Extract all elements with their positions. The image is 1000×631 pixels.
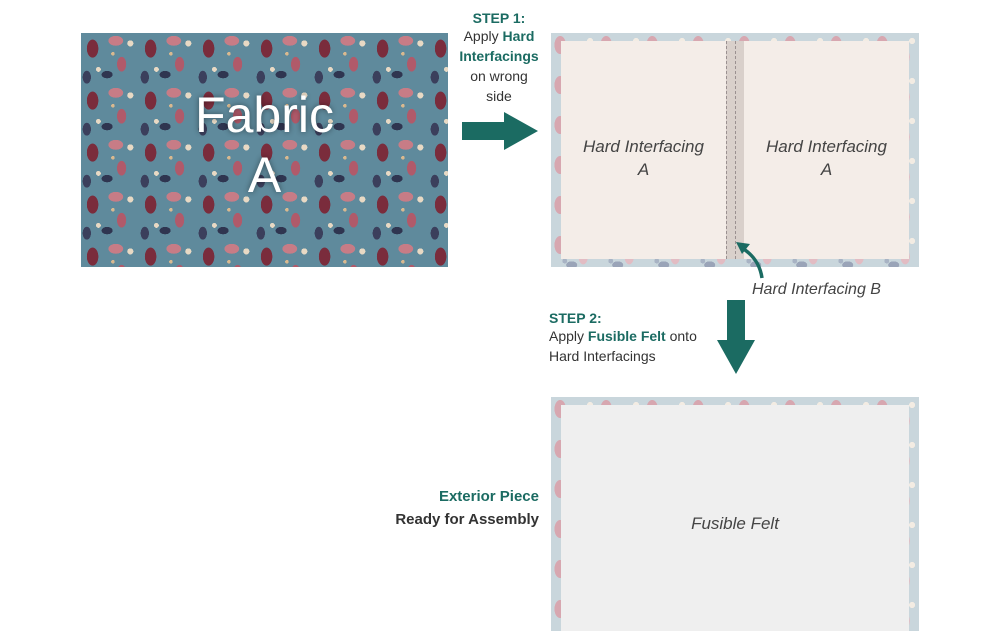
panel-right-line1: Hard Interfacing — [766, 137, 887, 156]
step2-line2: Hard Interfacings — [549, 348, 656, 364]
hard-interfacing-b-label: Hard Interfacing B — [752, 281, 881, 298]
panel-left-line1: Hard Interfacing — [583, 137, 704, 156]
result-title: Exterior Piece — [438, 488, 539, 505]
step1-title: STEP 1: — [472, 10, 526, 26]
panel-left-label: Hard Interfacing A — [561, 135, 726, 181]
fabric-label-line2: A — [247, 147, 282, 203]
hard-interfacing-b-strip — [726, 41, 745, 259]
step2-apply: Apply — [549, 328, 585, 344]
felt-label: Fusible Felt — [691, 514, 779, 533]
panel-left-line2: A — [637, 160, 650, 179]
felt-board: Fusible Felt — [551, 397, 919, 631]
fusible-felt-panel: Fusible Felt — [561, 405, 909, 631]
step1-apply: Apply — [463, 28, 499, 44]
step2-title: STEP 2: — [549, 310, 602, 326]
stitch-line — [735, 41, 736, 259]
fabric-a-swatch: Fabric A — [81, 33, 448, 267]
hard-interfacing-a-left: Hard Interfacing A — [561, 41, 726, 259]
step2-bold: Fusible Felt — [587, 328, 666, 344]
panel-right-label: Hard Interfacing A — [744, 135, 909, 181]
fabric-a-label: Fabric A — [81, 85, 448, 205]
result-subtitle: Ready for Assembly — [395, 511, 539, 528]
interfacing-board: Hard Interfacing A Hard Interfacing A — [551, 33, 919, 267]
result-text: Exterior Piece Ready for Assembly — [330, 485, 539, 531]
step1-line3: on wrong — [470, 68, 528, 84]
step2-text: STEP 2: Apply Fusible Felt onto Hard Int… — [549, 310, 729, 366]
panel-right-line2: A — [820, 160, 833, 179]
down-arrow-icon — [717, 300, 755, 374]
hard-interfacing-a-right: Hard Interfacing A — [744, 41, 909, 259]
step1-text: STEP 1: Apply Hard Interfacings on wrong… — [449, 10, 549, 106]
step1-bold: Hard — [502, 28, 535, 44]
fabric-label-line1: Fabric — [195, 87, 334, 143]
step1-line1: Apply Hard — [449, 26, 549, 46]
right-arrow-icon — [462, 112, 538, 150]
curved-pointer-arrow-icon — [736, 242, 764, 279]
step2-rest1: onto — [669, 328, 697, 344]
step2-line1: Apply Fusible Felt onto — [549, 326, 729, 346]
step1-line2: Interfacings — [449, 46, 549, 66]
step1-line4: side — [486, 88, 512, 104]
step1-bold2: Interfacings — [459, 48, 539, 64]
